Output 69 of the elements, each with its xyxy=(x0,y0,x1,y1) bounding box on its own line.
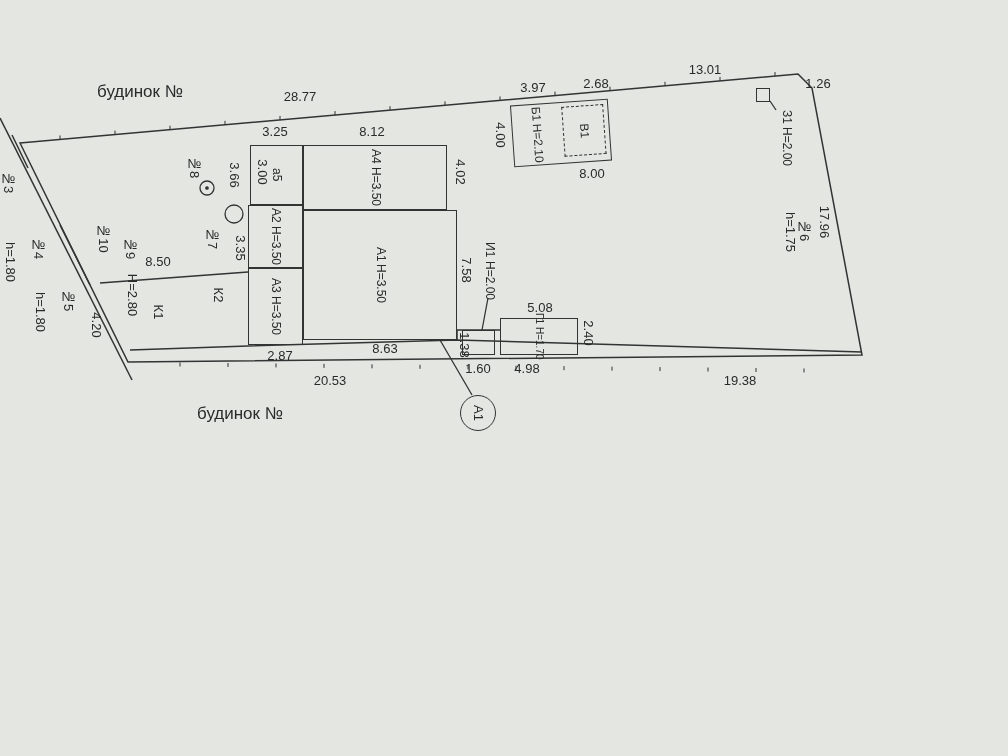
fence-label: №6 xyxy=(797,218,811,242)
height-label: Н=2.80 xyxy=(125,273,139,317)
dimension-label: 4.00 xyxy=(493,122,507,148)
fence-height-label: h=1.75 xyxy=(783,211,797,253)
dimension-label: 3.66 xyxy=(227,162,241,188)
street-label: будинок № xyxy=(197,405,283,423)
fence-label: №4 xyxy=(31,236,45,260)
street-label: будинок № xyxy=(97,83,183,101)
dimension-label: 4.02 xyxy=(453,159,467,185)
structure-label: К2 xyxy=(211,287,225,303)
height-label: Н=3.50 xyxy=(368,166,382,206)
building-code: Б1 xyxy=(528,106,543,122)
dimension-label: 7.58 xyxy=(459,257,473,283)
building-outline xyxy=(303,210,457,340)
dimension-label: 8.50 xyxy=(145,255,171,269)
building-code: А4 xyxy=(368,149,382,164)
dimension-label: 3.25 xyxy=(262,125,288,139)
building-outline xyxy=(248,268,303,345)
structure-label: К1 xyxy=(151,304,165,320)
fence-height-label: h=1.80 xyxy=(3,241,17,283)
dimension-label: 8.00 xyxy=(579,167,605,181)
height-label: Н=3.50 xyxy=(373,264,387,304)
height-label: Н=3.50 xyxy=(269,225,282,265)
building-outline xyxy=(248,205,303,268)
dimension-label: 17.96 xyxy=(817,205,831,239)
building-outline xyxy=(250,145,303,205)
building-code: А1 xyxy=(471,405,485,421)
dimension-label: 3.35 xyxy=(233,235,247,261)
building-code: В1 xyxy=(576,122,591,139)
building-code: И1 xyxy=(482,242,496,258)
dimension-label: 1.26 xyxy=(805,77,831,91)
dimension-label: 2.40 xyxy=(581,320,595,346)
well-label: №9 xyxy=(123,236,137,260)
leader-line xyxy=(769,100,777,111)
dimension-label: 2.68 xyxy=(583,77,609,91)
height-label: Н=2.10 xyxy=(529,123,546,164)
shed-outline xyxy=(756,88,770,102)
dimension-label: 20.53 xyxy=(313,374,347,388)
leader-line xyxy=(481,297,489,331)
dimension-label: 4.20 xyxy=(89,312,103,338)
dimension-label: 8.63 xyxy=(372,342,398,356)
dimension-label: 3.97 xyxy=(520,81,546,95)
dimension-label: 1.60 xyxy=(465,362,491,376)
dimension-label: 28.77 xyxy=(283,90,317,104)
fence-label: №10 xyxy=(96,223,110,253)
dimension-label: 1.38 xyxy=(457,332,471,358)
building-code: А1 xyxy=(373,246,387,262)
dimension-label: 2.87 xyxy=(267,349,293,363)
leader-line xyxy=(439,339,473,396)
dimension-label: 19.38 xyxy=(723,374,757,388)
height-label: Н=2.00 xyxy=(779,126,793,166)
well-label: №8 xyxy=(187,155,201,179)
dimension-label: 4.98 xyxy=(514,362,540,376)
fence-label: №5 xyxy=(61,288,75,312)
dimension-label: 3.00 xyxy=(255,159,269,185)
building-code: З1 xyxy=(779,110,793,124)
dimension-label: 5.08 xyxy=(527,301,553,315)
dimension-label: 13.01 xyxy=(688,63,722,77)
building-code: А2 xyxy=(269,208,282,223)
building-code: Г1 xyxy=(533,313,545,325)
building-code: а5 xyxy=(270,168,283,182)
building-code: А3 xyxy=(269,278,282,293)
well-label: №7 xyxy=(205,226,219,250)
height-label: Н=3.50 xyxy=(269,295,282,335)
fence-height-label: h=1.80 xyxy=(33,291,47,333)
dimension-label: 8.12 xyxy=(359,125,385,139)
building-outline xyxy=(303,145,447,210)
height-label: Н=2.00 xyxy=(482,260,496,300)
fence-label: №3 xyxy=(1,170,15,194)
